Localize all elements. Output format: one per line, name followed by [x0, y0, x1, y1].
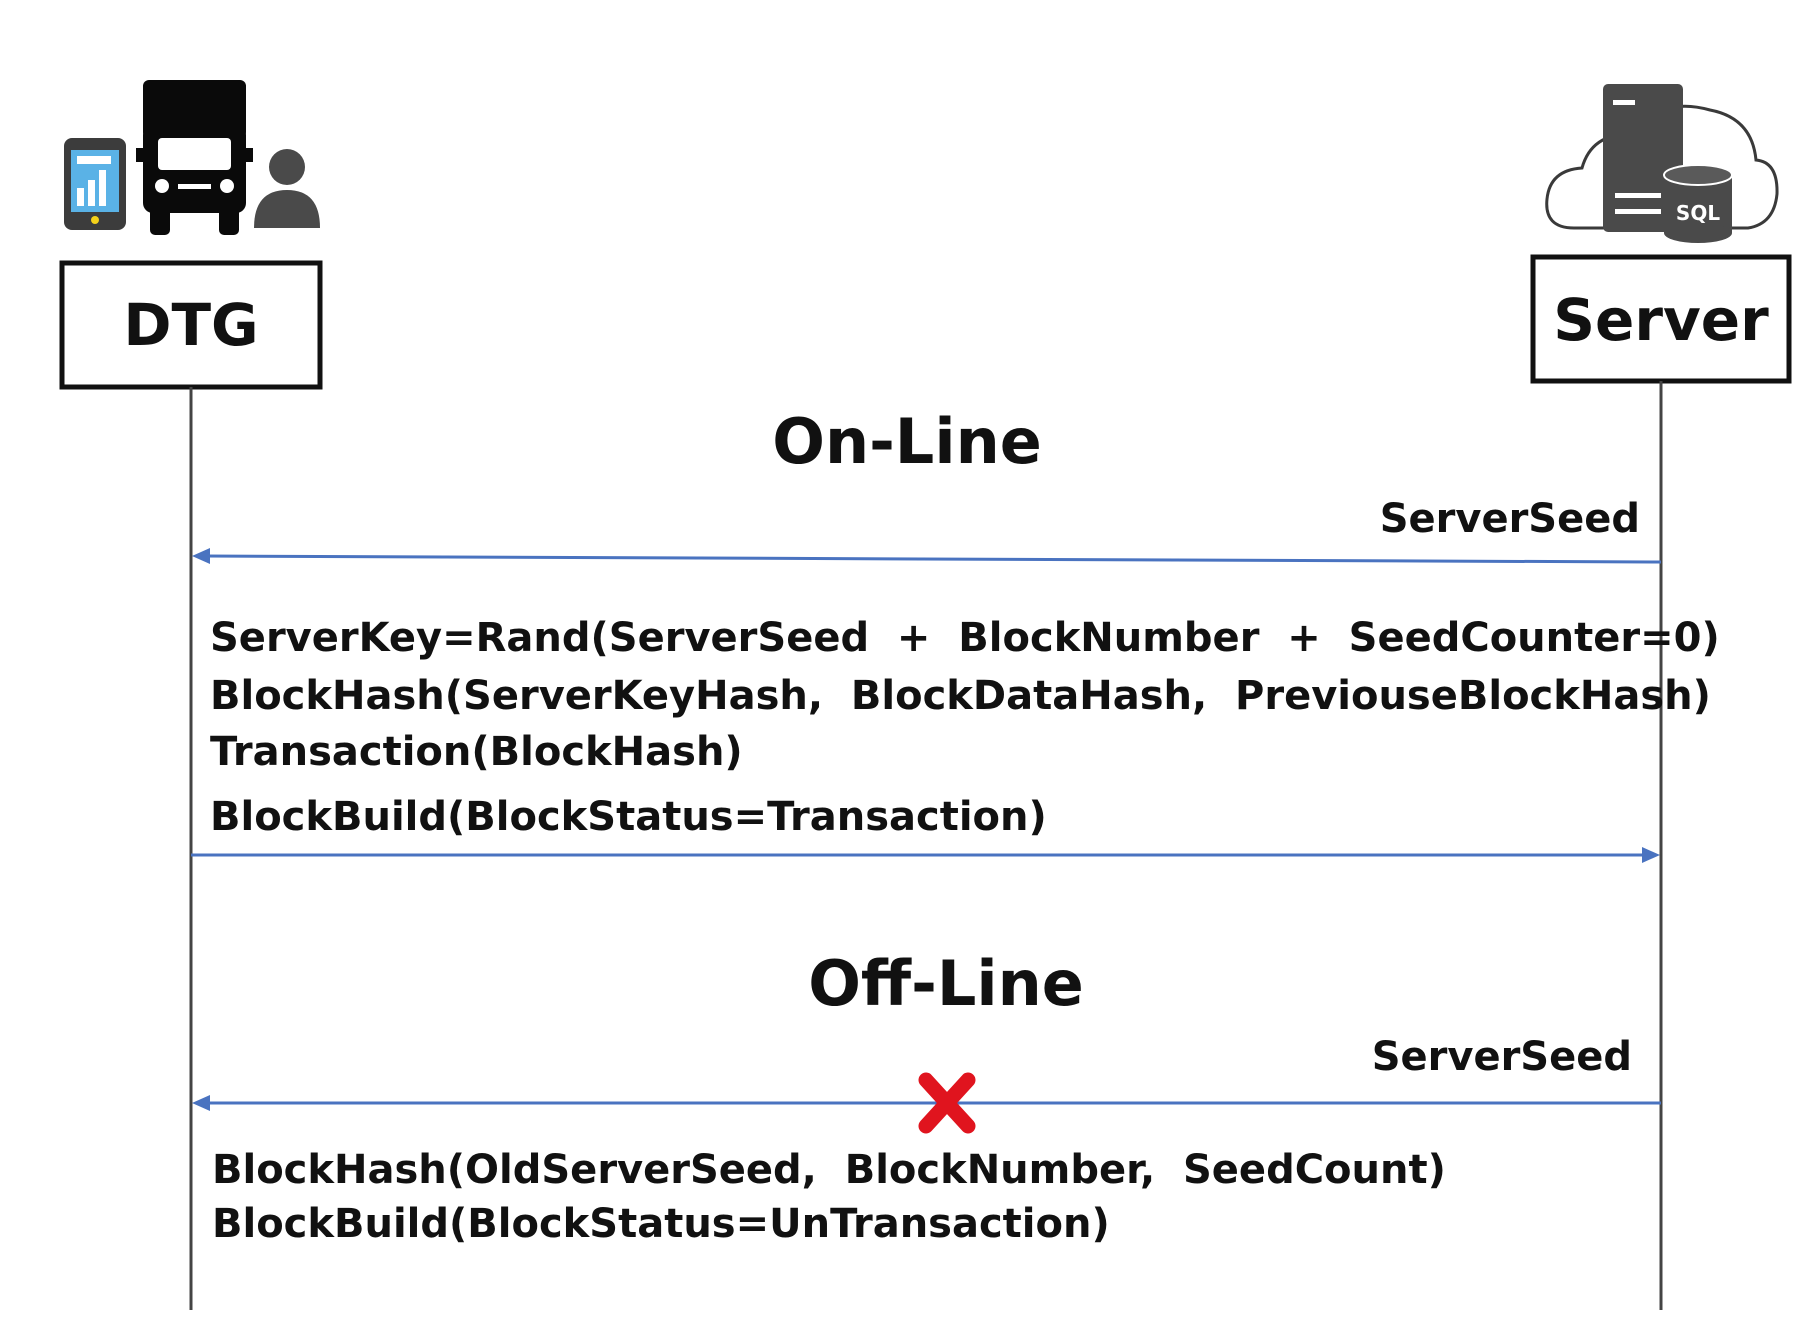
offline-serverseed-arrow: [192, 1095, 1661, 1111]
truck-icon: [136, 80, 253, 235]
server-actor-label: Server: [1553, 286, 1769, 354]
online-note-line: ServerKey=Rand(ServerSeed + BlockNumber …: [210, 615, 1720, 661]
dtg-actor-label: DTG: [123, 291, 258, 359]
smartphone-icon: [64, 138, 126, 230]
online-note-line: BlockHash(ServerKeyHash, BlockDataHash, …: [210, 673, 1711, 719]
offline-note-line: BlockHash(OldServerSeed, BlockNumber, Se…: [212, 1147, 1446, 1193]
database-label: SQL: [1676, 201, 1720, 225]
database-icon: SQL: [1663, 164, 1733, 243]
online-note-line: Transaction(BlockHash): [210, 729, 743, 775]
server-icon: [1603, 84, 1683, 232]
online-section-title: On-Line: [772, 405, 1042, 478]
offline-serverseed-label: ServerSeed: [1372, 1034, 1632, 1080]
offline-note-line: BlockBuild(BlockStatus=UnTransaction): [212, 1201, 1110, 1247]
connection-failed-cross-icon: [918, 1072, 976, 1134]
online-serverseed-label: ServerSeed: [1380, 496, 1640, 542]
online-note-line: BlockBuild(BlockStatus=Transaction): [210, 794, 1047, 840]
online-blockbuild-arrow: [191, 847, 1660, 863]
person-icon: [254, 149, 320, 228]
offline-section-title: Off-Line: [808, 947, 1084, 1020]
online-serverseed-arrow: [192, 548, 1662, 564]
